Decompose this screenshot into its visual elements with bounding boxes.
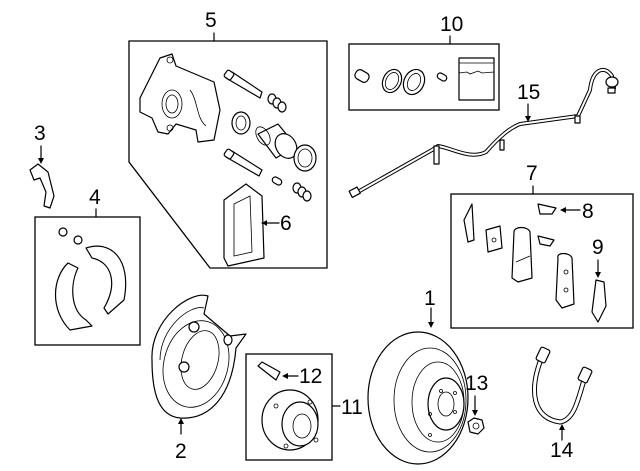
guide-pin-upper [223, 69, 263, 99]
pad-clip-upper [537, 203, 557, 215]
callout-11[interactable]: 11 [341, 396, 363, 419]
brake-pads-group[interactable]: 7 8 9 [450, 162, 634, 329]
wheel-stud [257, 361, 281, 381]
hub-box [245, 353, 333, 461]
callout-13[interactable]: 13 [465, 372, 488, 395]
caliper-support [223, 183, 265, 267]
boot-lower [292, 182, 312, 202]
callout-2[interactable]: 2 [175, 440, 187, 463]
repair-kit-box [348, 43, 500, 111]
brake-shoe-left [54, 262, 93, 331]
kit-pin [436, 72, 448, 82]
pad-shim-left [463, 203, 475, 243]
pad-clip-lower [537, 235, 555, 247]
lever[interactable]: 3 [29, 122, 55, 209]
hub-nut[interactable]: 13 [465, 372, 488, 435]
callout-1[interactable]: 1 [424, 287, 436, 310]
callout-12[interactable]: 12 [299, 365, 322, 388]
kit-seal-ring [381, 68, 403, 94]
kit-boot [402, 68, 426, 96]
brake-hose[interactable]: 14 [532, 346, 593, 462]
sleeve [271, 176, 283, 186]
callout-3[interactable]: 3 [34, 122, 46, 145]
guide-pin-lower [223, 148, 263, 177]
callout-4[interactable]: 4 [89, 186, 101, 209]
pad-shim-right [591, 279, 607, 323]
hub-group[interactable]: 11 12 [245, 353, 363, 461]
caliper-body [139, 53, 221, 143]
brake-pads-box [450, 193, 634, 329]
dust-boot [293, 144, 317, 172]
caliper-assembly-box [128, 40, 328, 269]
boot-upper [267, 93, 287, 113]
brake-shoe-right [85, 245, 127, 315]
splash-shield[interactable]: 2 [151, 294, 247, 463]
parking-shoes-group[interactable]: 4 [34, 186, 141, 346]
kit-bushing [354, 69, 370, 83]
callout-15[interactable]: 15 [517, 81, 540, 104]
caliper-assembly-group[interactable]: 5 [128, 9, 328, 269]
parking-shoes-box [34, 216, 141, 346]
callout-10[interactable]: 10 [440, 13, 463, 36]
callout-5[interactable]: 5 [205, 9, 217, 32]
abs-sensor[interactable]: 15 [348, 67, 619, 199]
callout-14[interactable]: 14 [550, 439, 574, 462]
piston [255, 123, 298, 159]
callout-7[interactable]: 7 [526, 162, 538, 185]
repair-kit-group[interactable]: 10 [348, 13, 500, 111]
piston-seal [231, 111, 251, 135]
pad-plate [485, 225, 503, 253]
callout-8[interactable]: 8 [582, 200, 594, 223]
brake-pad-inner [511, 226, 533, 283]
callout-6[interactable]: 6 [280, 212, 292, 235]
callout-9[interactable]: 9 [592, 236, 604, 259]
brake-pad-outer [555, 252, 575, 309]
rotor[interactable]: 1 [367, 287, 469, 465]
hub-assembly [261, 389, 319, 451]
kit-grease-packet [458, 57, 495, 101]
